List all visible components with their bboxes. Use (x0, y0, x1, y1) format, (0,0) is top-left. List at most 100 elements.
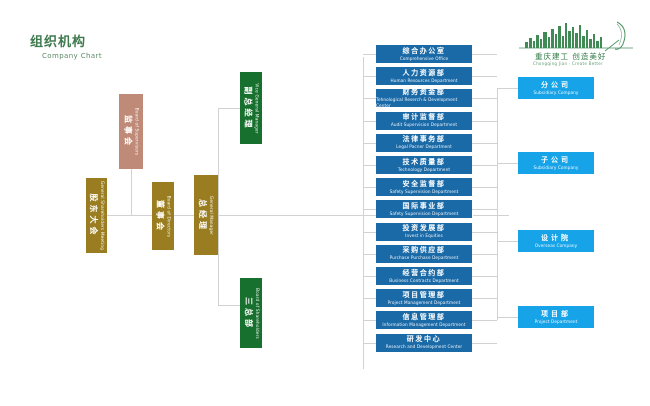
box-board-of-supervisors-cn: 监事会 (123, 115, 133, 148)
connector-department-lead (363, 54, 376, 55)
connector-departments-subsidiaries (473, 215, 509, 216)
department-name-cn: 财务资金部 (402, 87, 446, 96)
connector-department-tail (472, 320, 497, 322)
box-general-manager-cn: 总经理 (198, 198, 208, 232)
box-board-shareholders-dept[interactable]: Board of Shareholders 三总部 (240, 278, 262, 348)
department-name-en: Invest in Equities (405, 233, 443, 239)
department-name-en: Comprehensive Office (399, 55, 449, 61)
subsidiary-name-cn: 子公司 (541, 155, 571, 164)
connector-department-lead (363, 276, 376, 277)
department-name-en: Purchase Purchase Department (389, 255, 459, 261)
department-name-cn: 综合办公室 (402, 46, 446, 55)
subsidiary-name-cn: 设计院 (541, 233, 571, 242)
connector-subsidiary-lead (497, 88, 518, 89)
connector-department-lead (363, 98, 376, 100)
subsidiary-name-en: Overseas Company (534, 242, 578, 248)
connector-gm-down (218, 215, 219, 305)
connector-department-lead (363, 231, 376, 233)
box-general-manager[interactable]: General Manager 总经理 (194, 175, 218, 255)
box-vice-general-manager[interactable]: Vice General Manager 副总经理 (240, 72, 262, 144)
connector-department-lead (363, 120, 376, 122)
connector-department-lead (363, 342, 376, 344)
connector-department-tail (472, 209, 497, 211)
connector-department-lead (363, 142, 376, 144)
connector-department-tail (472, 276, 497, 277)
connector-department-lead (363, 76, 376, 78)
department-spine (363, 57, 364, 369)
connector-department-lead (363, 187, 376, 189)
department-name-en: Human Resources Department (390, 77, 458, 83)
department-name-en: Business Contracts Department (389, 277, 459, 283)
connector-directors-gm (174, 215, 194, 216)
box-board-of-supervisors[interactable]: Board of Supervisors 监事会 (119, 94, 143, 169)
connector-subsidiary-lead (497, 241, 518, 242)
department-name-cn: 投资发展部 (402, 224, 446, 233)
box-vice-general-manager-en: Vice General Manager (254, 82, 260, 134)
box-shareholders-meeting-cn: 股东大会 (89, 193, 98, 238)
connector-department-tail (472, 187, 497, 189)
connector-gm-departments (218, 215, 388, 216)
department-name-en: Tehnological Reserch & Development Cente… (376, 96, 458, 108)
subsidiary-name-en: Subsidiary Company (533, 164, 579, 170)
department-name-cn: 研发中心 (406, 335, 442, 344)
department-name-en: Project Management Department (387, 299, 461, 305)
connector-subsidiary-lead (497, 163, 518, 164)
connector-department-tail (472, 298, 497, 300)
department-name-cn: 项目管理部 (402, 290, 446, 299)
connector-department-lead (363, 209, 376, 211)
department-name-en: Safety Supervision Department (389, 210, 459, 216)
box-board-of-directors-en: Board of Directors (166, 195, 172, 237)
skyline-feather-icon (519, 21, 633, 52)
connector-shareholders-directors (107, 215, 152, 216)
connector-department-tail (472, 54, 497, 55)
subsidiary-spine (497, 88, 498, 320)
logo-text-cn: 重庆建工 创造美好 (535, 52, 607, 61)
connector-to-vice-gm (218, 108, 250, 109)
connector-subsidiary-lead (497, 317, 518, 318)
department-name-cn: 国际事业部 (402, 201, 446, 210)
connector-department-tail (472, 142, 497, 144)
box-board-of-directors[interactable]: Board of Directors 董事会 (152, 182, 174, 250)
connector-to-board-shareholders (218, 305, 250, 306)
department-name-en: Research and Development Center (385, 344, 463, 350)
connector-department-tail (472, 76, 497, 78)
connector-department-lead (363, 320, 376, 322)
department-name-en: Audit Supervision Department (390, 122, 458, 128)
box-shareholders-meeting-en: General Shareholders Meeting (100, 180, 105, 251)
page-title-en: Company Chart (42, 52, 102, 60)
page-title-cn: 组织机构 (30, 35, 87, 50)
connector-department-tail (472, 165, 497, 166)
connector-department-tail (472, 231, 497, 233)
box-shareholders-meeting[interactable]: General Shareholders Meeting 股东大会 (86, 178, 107, 253)
connector-department-lead (363, 253, 376, 255)
box-board-of-supervisors-en: Board of Supervisors (134, 107, 140, 156)
connector-department-lead (363, 298, 376, 300)
department-name-cn: 审计监督部 (402, 113, 446, 122)
connector-department-tail (472, 120, 497, 122)
department-name-en: Information Management Department (382, 321, 466, 327)
subsidiary-name-cn: 项目部 (541, 309, 571, 318)
page-title: 组织机构 Company Chart (30, 35, 102, 61)
department-name-en: Legal Pacner Department (396, 144, 452, 150)
connector-department-tail (472, 98, 497, 100)
connector-department-tail (472, 253, 497, 255)
